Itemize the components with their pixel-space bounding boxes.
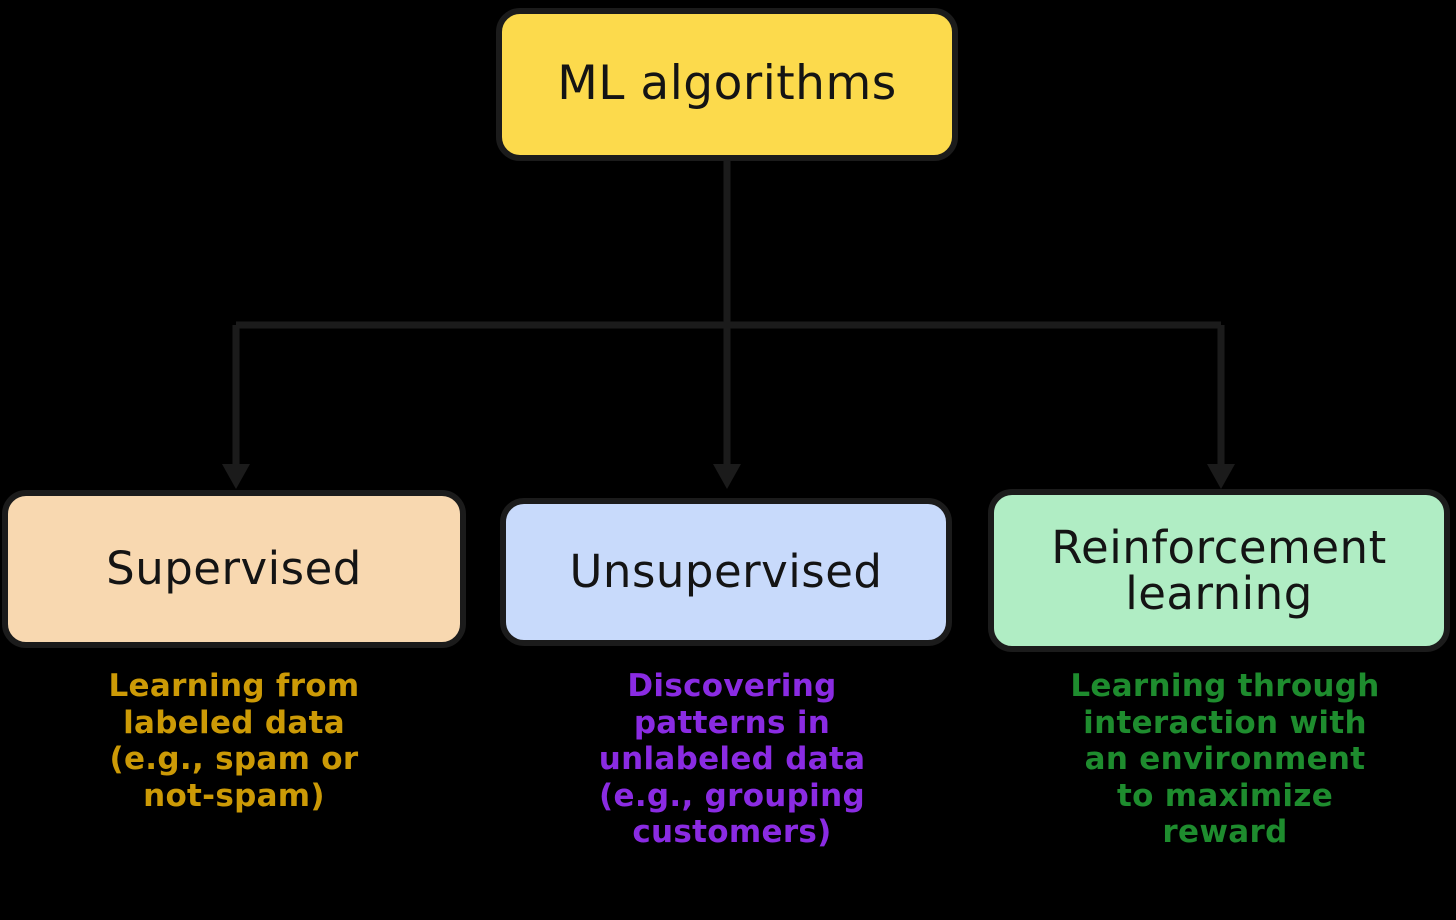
caption-supervised: Learning from labeled data (e.g., spam o… bbox=[108, 668, 360, 814]
caption-reinforcement: Learning through interaction with an env… bbox=[1070, 668, 1380, 851]
arrowhead-reinforcement bbox=[1207, 464, 1235, 489]
arrowhead-supervised bbox=[222, 464, 250, 489]
node-label-unsupervised: Unsupervised bbox=[569, 544, 883, 598]
arrowhead-unsupervised bbox=[713, 464, 741, 489]
caption-unsupervised: Discovering patterns in unlabeled data (… bbox=[598, 668, 866, 851]
node-label-supervised: Supervised bbox=[106, 541, 362, 595]
node-reinforcement[interactable]: Reinforcement learning bbox=[988, 489, 1450, 652]
node-label-reinforcement: Reinforcement learning bbox=[1051, 520, 1387, 620]
node-label-ml-algorithms: ML algorithms bbox=[557, 56, 897, 112]
node-supervised[interactable]: Supervised bbox=[2, 490, 466, 648]
node-unsupervised[interactable]: Unsupervised bbox=[500, 498, 952, 646]
node-ml-algorithms[interactable]: ML algorithms bbox=[496, 8, 958, 161]
